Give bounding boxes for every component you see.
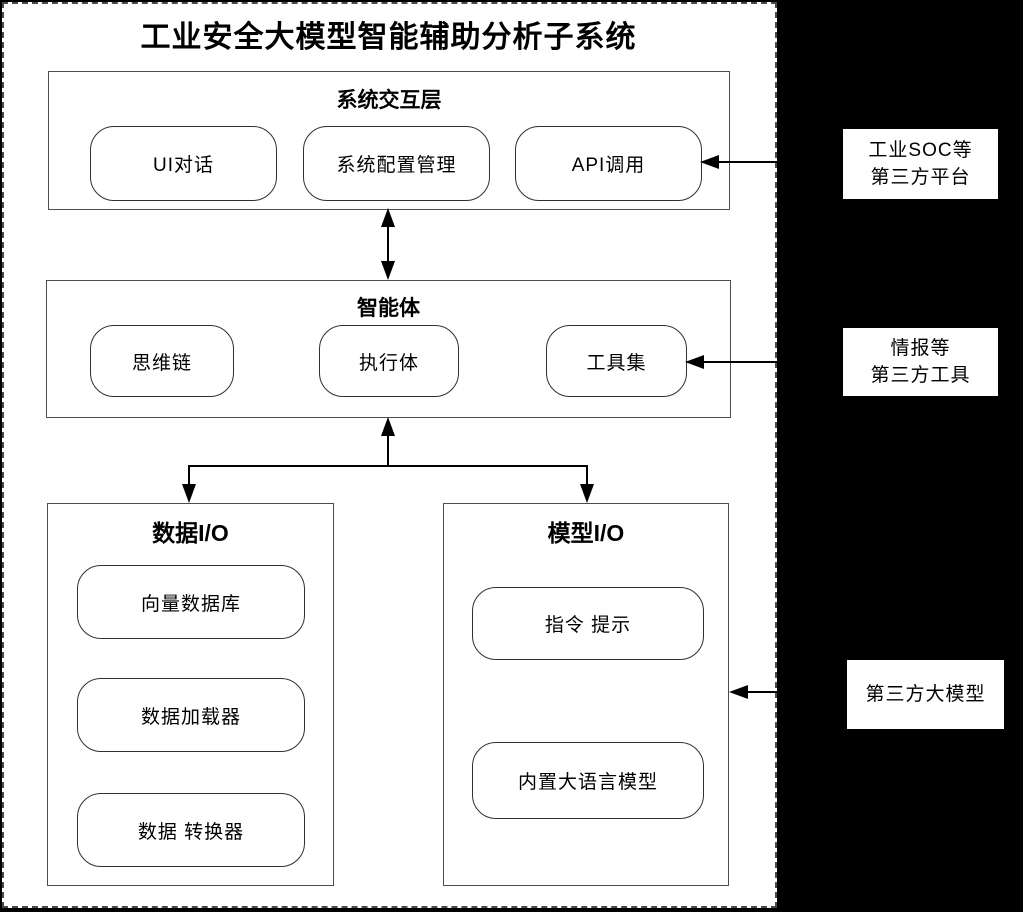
- external-label-line: 情报等: [890, 338, 951, 359]
- connector-interaction-agent: [387, 224, 389, 266]
- arrow-down-to-agent: [381, 261, 395, 280]
- node-executor: 执行体: [319, 325, 459, 397]
- arrow-down-to-model-io: [580, 484, 594, 503]
- diagram-title: 工业安全大模型智能辅助分析子系统: [140, 21, 637, 54]
- node-chain-of-thought: 思维链: [90, 325, 234, 397]
- node-instruction-prompt: 指令 提示: [472, 587, 704, 660]
- node-toolset: 工具集: [546, 325, 687, 397]
- external-label-line: 第三方大模型: [865, 684, 986, 705]
- connector-llm-to-model-io: [743, 691, 846, 693]
- arrow-up-to-interaction: [381, 208, 395, 227]
- external-label-line: 第三方工具: [870, 365, 971, 386]
- node-builtin-llm: 内置大语言模型: [472, 742, 704, 819]
- section-agent-label: 智能体: [357, 297, 420, 320]
- node-vector-database: 向量数据库: [77, 565, 305, 639]
- section-model-io: 模型I/O: [443, 503, 729, 886]
- connector-intel-to-toolset: [699, 361, 842, 363]
- node-data-converter: 数据 转换器: [77, 793, 305, 867]
- section-model-io-label: 模型I/O: [547, 520, 625, 546]
- connector-agent-stem: [387, 434, 389, 467]
- arrow-left-to-model-io: [729, 685, 748, 699]
- arrow-up-to-agent: [381, 417, 395, 436]
- connector-branch-horizontal: [188, 465, 588, 467]
- external-label-thirdparty-llm: 第三方大模型: [846, 659, 1005, 730]
- section-data-io-label: 数据I/O: [152, 520, 229, 546]
- node-ui-dialog: UI对话: [90, 126, 277, 201]
- node-system-config: 系统配置管理: [303, 126, 490, 201]
- connector-branch-left: [188, 465, 190, 485]
- node-data-loader: 数据加载器: [77, 678, 305, 752]
- section-interaction-label: 系统交互层: [336, 89, 442, 112]
- arrow-left-to-api-call: [700, 155, 719, 169]
- node-api-call: API调用: [515, 126, 702, 201]
- external-label-line: 第三方平台: [870, 167, 971, 188]
- external-label-line: 工业SOC等: [868, 140, 973, 161]
- external-label-industrial-soc: 工业SOC等 第三方平台: [842, 128, 999, 200]
- arrow-down-to-data-io: [182, 484, 196, 503]
- connector-soc-to-api: [714, 161, 842, 163]
- arrow-left-to-toolset: [685, 355, 704, 369]
- external-label-intel-tools: 情报等 第三方工具: [842, 327, 999, 397]
- connector-branch-right: [586, 465, 588, 485]
